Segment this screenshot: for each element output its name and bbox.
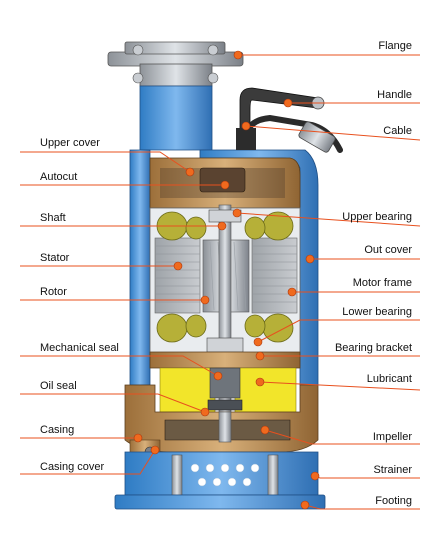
bearing-bracket-part — [149, 351, 301, 369]
label-casing: Casing — [40, 424, 75, 436]
label-mechanical-seal: Mechanical seal — [40, 342, 119, 354]
label-lower-bearing: Lower bearing — [342, 306, 412, 318]
label-upper-cover: Upper cover — [40, 137, 100, 149]
leader-dots — [133, 50, 320, 510]
lower-bearing-part — [206, 337, 244, 353]
leader-lines — [20, 54, 421, 510]
label-flange: Flange — [378, 40, 412, 52]
label-out-cover: Out cover — [364, 244, 412, 256]
label-lubricant: Lubricant — [366, 373, 412, 385]
label-shaft: Shaft — [40, 212, 66, 224]
strainer-part — [124, 451, 319, 496]
label-rotor: Rotor — [40, 286, 67, 298]
label-footing: Footing — [375, 495, 412, 507]
strainer-holes — [190, 463, 260, 487]
label-upper-bearing: Upper bearing — [342, 211, 412, 223]
mechanical-seal-part — [209, 367, 241, 399]
cable-gland — [236, 121, 336, 153]
discharge-pipe — [139, 85, 213, 151]
flange-part — [107, 41, 244, 87]
oil-seal-part — [207, 399, 243, 411]
label-impeller: Impeller — [372, 431, 412, 443]
label-handle: Handle — [377, 89, 412, 101]
label-cable: Cable — [383, 125, 412, 137]
label-stator: Stator — [40, 252, 70, 264]
label-bearing-bracket: Bearing bracket — [334, 342, 412, 354]
label-autocut: Autocut — [40, 171, 78, 183]
label-casing-cover: Casing cover — [40, 461, 105, 473]
label-strainer: Strainer — [373, 464, 412, 476]
label-oil-seal: Oil seal — [40, 380, 77, 392]
footing-part — [114, 494, 326, 510]
label-motor-frame: Motor frame — [352, 277, 412, 289]
winding-coils — [156, 211, 294, 343]
